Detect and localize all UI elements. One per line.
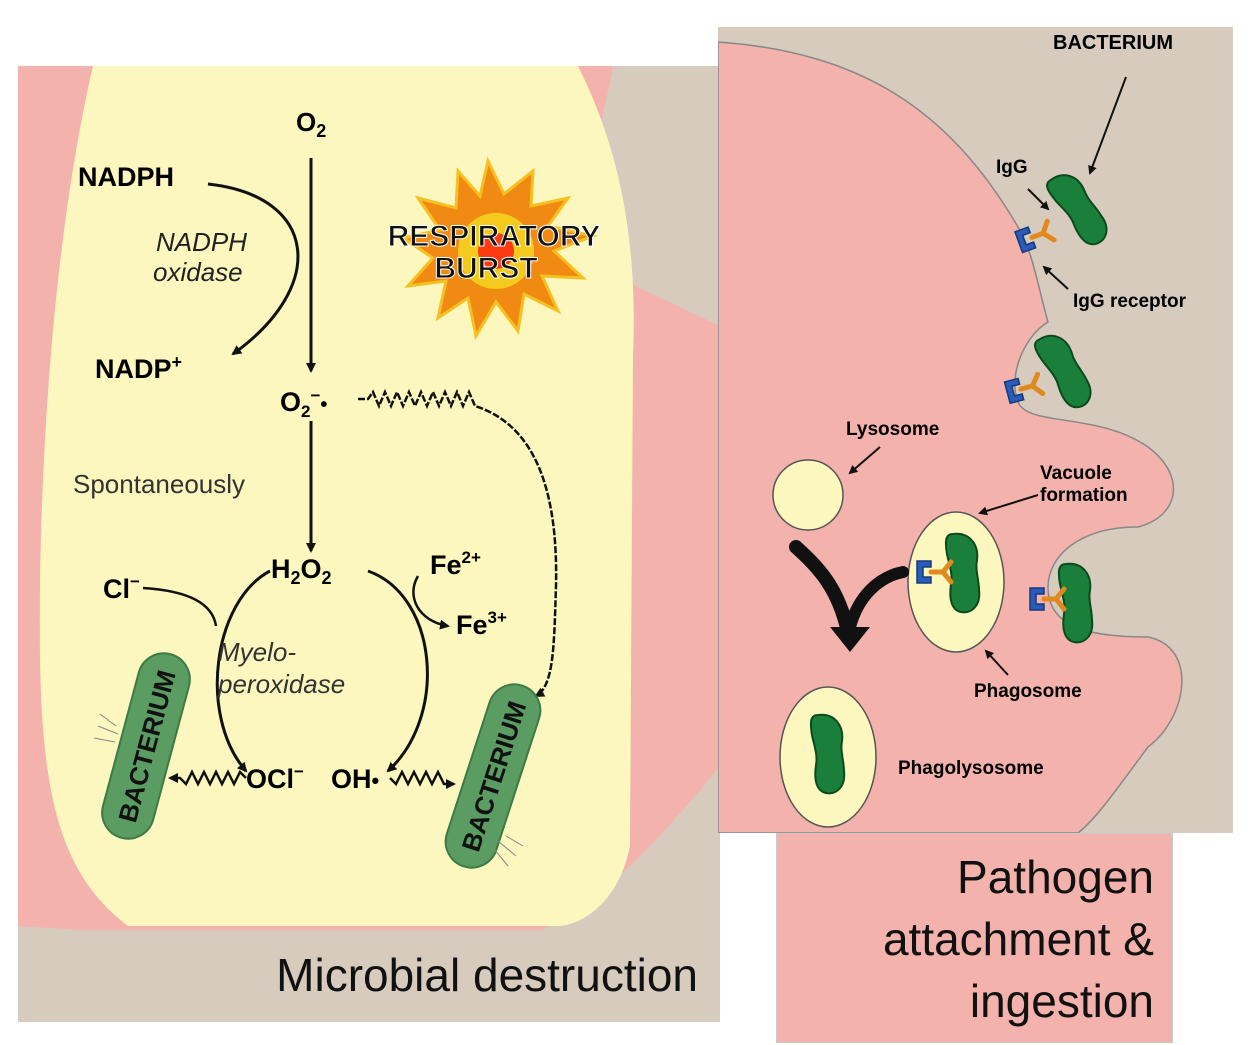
caption-line-3: ingestion [969, 975, 1154, 1027]
microbial-destruction-panel: RESPIRATORY BURST O2 NADPH NADPH oxidase… [18, 66, 720, 1022]
pathogen-ingestion-panel: BACTERIUM IgG IgG receptor Lysosome Vacu… [718, 27, 1233, 833]
bacterium-phagosome [944, 532, 981, 614]
vacuole-formation-label: Vacuole [1040, 463, 1112, 484]
caption-line-1: Pathogen [957, 851, 1154, 903]
nadp-plus-label: NADP+ [95, 352, 182, 384]
damage-marks [93, 713, 524, 867]
hydrogen-peroxide-label: H2O2 [271, 554, 332, 588]
bacterium-attaching [1031, 327, 1097, 415]
myeloperoxidase-label: Myelo- [218, 637, 296, 667]
vacuole-formation-label-2: formation [1040, 485, 1128, 506]
bacterium-phagolysosome [809, 713, 846, 795]
nadph-label: NADPH [78, 162, 174, 192]
phagocyte-cell [718, 41, 1183, 833]
microbial-destruction-caption: Microbial destruction [276, 949, 698, 1001]
bacterium-label: BACTERIUM [1053, 32, 1173, 54]
peroxidase-label: peroxidase [217, 669, 345, 699]
bacterium-engulfing [1057, 562, 1094, 644]
igg-label: IgG [996, 157, 1028, 178]
respiratory-burst-diagram: RESPIRATORY BURST O2 NADPH NADPH oxidase… [18, 66, 720, 956]
nadph-oxidase-label: NADPH [156, 227, 247, 257]
lysosome-label: Lysosome [846, 419, 939, 440]
igg-receptor-complex-1 [1015, 220, 1054, 252]
fusion-arrow [789, 540, 855, 639]
hydroxyl-radical-label: OH• [331, 764, 379, 794]
phagocytosis-diagram: BACTERIUM IgG IgG receptor Lysosome Vacu… [718, 32, 1187, 833]
phagolysosome-label: Phagolysosome [898, 758, 1044, 779]
right-caption-box: Pathogen attachment & ingestion [776, 833, 1173, 1043]
respiratory-burst-icon [399, 156, 599, 341]
phagosome-label: Phagosome [974, 681, 1082, 702]
spontaneously-label: Spontaneously [73, 469, 245, 499]
left-caption-box: Microbial destruction [18, 930, 720, 1022]
caption-line-2: attachment & [882, 913, 1154, 965]
burst-label: BURST [434, 252, 537, 285]
pathogen-ingestion-caption: Pathogen attachment & ingestion [883, 846, 1154, 1032]
lysosome [772, 459, 844, 531]
oxidase-label: oxidase [153, 257, 243, 287]
igg-receptor-label: IgG receptor [1073, 291, 1187, 312]
respiratory-burst-label: RESPIRATORY [388, 220, 601, 253]
